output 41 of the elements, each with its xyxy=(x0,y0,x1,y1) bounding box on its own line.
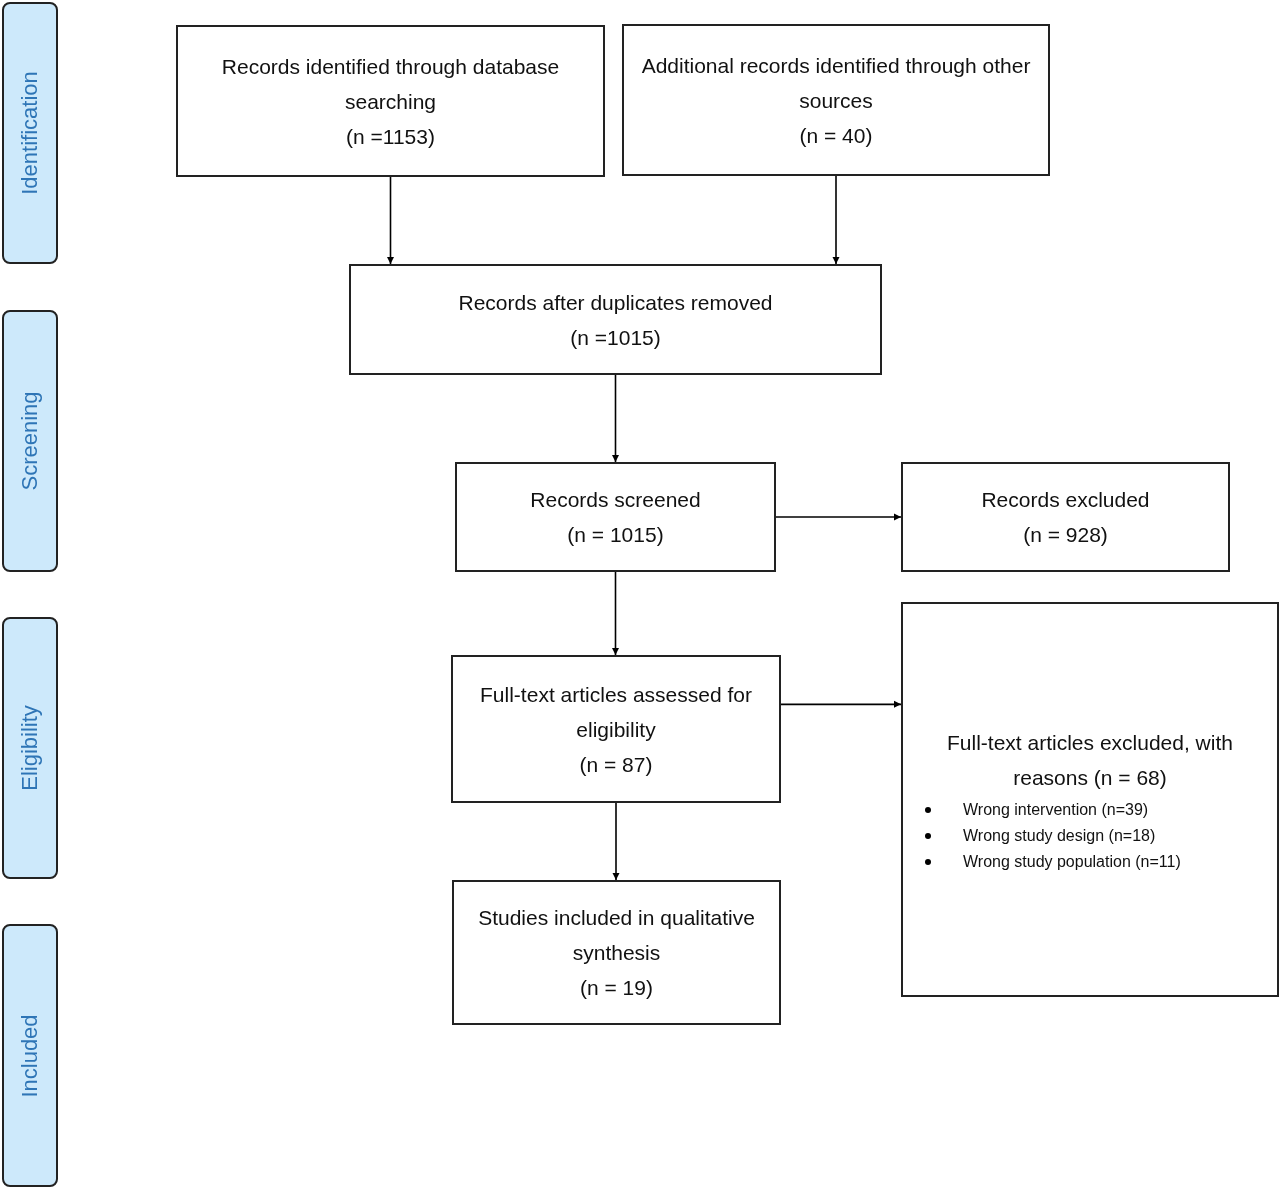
box-text: Records after duplicates removed xyxy=(458,289,773,316)
box-text: Full-text articles assessed for eligibility xyxy=(479,681,753,743)
process-box xyxy=(451,655,781,803)
count-text: (n =1015) xyxy=(570,324,661,351)
stage-label: Eligibility xyxy=(17,705,43,791)
process-box xyxy=(176,25,605,177)
arrow xyxy=(832,175,840,265)
count-text: (n = 40) xyxy=(799,122,873,149)
process-box xyxy=(622,24,1050,176)
count-text: (n = 928) xyxy=(1023,522,1108,548)
stage-band xyxy=(2,924,58,1187)
process-box xyxy=(901,602,1279,997)
arrow xyxy=(612,571,619,656)
bullet-item: Wrong study population (n=11) xyxy=(963,852,1181,870)
stage-label: Screening xyxy=(17,391,43,491)
arrow xyxy=(780,700,902,708)
arrow xyxy=(387,176,394,265)
stage-label: Identification xyxy=(17,71,43,195)
process-box xyxy=(349,264,882,375)
box-text: Records excluded xyxy=(981,487,1150,513)
stage-label: Included xyxy=(17,1013,43,1098)
count-text: (n = 87) xyxy=(579,751,653,778)
process-box xyxy=(455,462,776,572)
bullet-item: Wrong study design (n=18) xyxy=(963,826,1156,844)
stage-band xyxy=(2,617,58,879)
stage-band xyxy=(2,310,58,572)
process-box xyxy=(901,462,1230,572)
count-text: (n = 19) xyxy=(580,975,653,1001)
stage-band xyxy=(2,2,58,264)
bullet-item: Wrong intervention (n=39) xyxy=(963,800,1149,818)
arrow xyxy=(775,513,902,521)
arrow xyxy=(612,802,620,881)
box-text: Studies included in qualitative synthesis xyxy=(477,905,756,966)
box-text: Records identified through database searching xyxy=(220,53,561,115)
box-text: Additional records identified through other sources xyxy=(640,52,1032,114)
count-text: (n = 1015) xyxy=(567,522,664,548)
count-text: (n =1153) xyxy=(346,123,435,150)
box-text: Records screened xyxy=(530,487,701,513)
arrow xyxy=(612,374,619,463)
process-box xyxy=(452,880,781,1025)
box-text: Full-text articles excluded, with reasons (n = 68) xyxy=(946,729,1234,791)
